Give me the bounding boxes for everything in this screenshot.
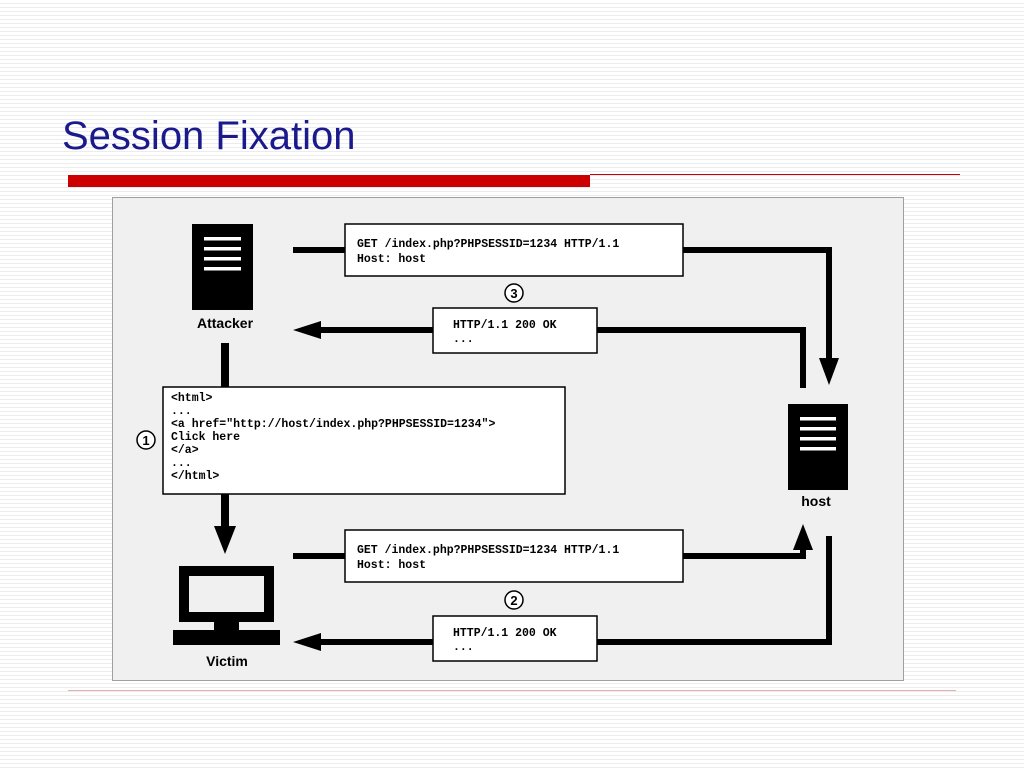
attacker-label: Attacker <box>197 315 254 331</box>
footer-rule <box>68 690 956 691</box>
victim-response-box: HTTP/1.1 200 OK ... <box>432 615 598 662</box>
victim-response-arrowhead <box>293 633 321 651</box>
html-snippet-line6: ... <box>171 457 192 470</box>
html-snippet-line7: </html> <box>171 470 219 483</box>
attacker-response-arrowhead <box>293 321 321 339</box>
title-thin-rule <box>590 174 960 175</box>
victim-request-line2: Host: host <box>357 559 426 572</box>
attacker-response-line2: ... <box>453 333 474 346</box>
slide-title: Session Fixation <box>62 114 356 158</box>
html-to-victim-arrowhead <box>214 526 236 554</box>
victim-request-line1: GET /index.php?PHPSESSID=1234 HTTP/1.1 <box>357 544 619 557</box>
victim-response-line1: HTTP/1.1 200 OK <box>453 627 557 640</box>
attacker-response-line1: HTTP/1.1 200 OK <box>453 319 557 332</box>
step-3-badge: 3 <box>504 283 524 303</box>
html-snippet-line4: Click here <box>171 431 240 444</box>
step-2-number: 2 <box>510 593 517 608</box>
attacker-request-line <box>683 247 832 360</box>
victim-label: Victim <box>206 653 248 669</box>
attacker-response-box: HTTP/1.1 200 OK ... <box>432 307 598 354</box>
attacker-request-line2: Host: host <box>357 253 426 266</box>
step-2-badge: 2 <box>504 590 524 610</box>
html-snippet-line3: <a href="http://host/index.php?PHPSESSID… <box>171 418 495 431</box>
attacker-request-box: GET /index.php?PHPSESSID=1234 HTTP/1.1 H… <box>344 223 684 277</box>
victim-request-box: GET /index.php?PHPSESSID=1234 HTTP/1.1 H… <box>344 529 684 583</box>
attacker-request-line1: GET /index.php?PHPSESSID=1234 HTTP/1.1 <box>357 238 619 251</box>
session-fixation-diagram: Attacker host Victim <box>112 197 904 681</box>
html-snippet-line2: ... <box>171 405 192 418</box>
title-accent-rule <box>68 175 590 187</box>
victim-response-line2: ... <box>453 641 474 654</box>
html-snippet-box: <html> ... <a href="http://host/index.ph… <box>162 386 566 495</box>
diagram-canvas: Attacker host Victim <box>136 223 848 669</box>
host-label: host <box>801 493 831 509</box>
victim-request-line <box>683 548 806 559</box>
host-server-icon <box>788 404 848 490</box>
html-snippet-line1: <html> <box>171 392 213 405</box>
attacker-response-line <box>597 327 806 388</box>
step-3-number: 3 <box>510 286 517 301</box>
step-1-badge: 1 <box>136 430 156 450</box>
victim-request-arrowhead <box>793 524 813 550</box>
html-snippet-line5: </a> <box>171 444 199 457</box>
victim-computer-icon <box>173 566 280 645</box>
attacker-request-arrowhead <box>819 358 839 385</box>
attacker-server-icon <box>192 224 253 310</box>
victim-response-line <box>597 536 832 645</box>
step-1-number: 1 <box>142 433 149 448</box>
